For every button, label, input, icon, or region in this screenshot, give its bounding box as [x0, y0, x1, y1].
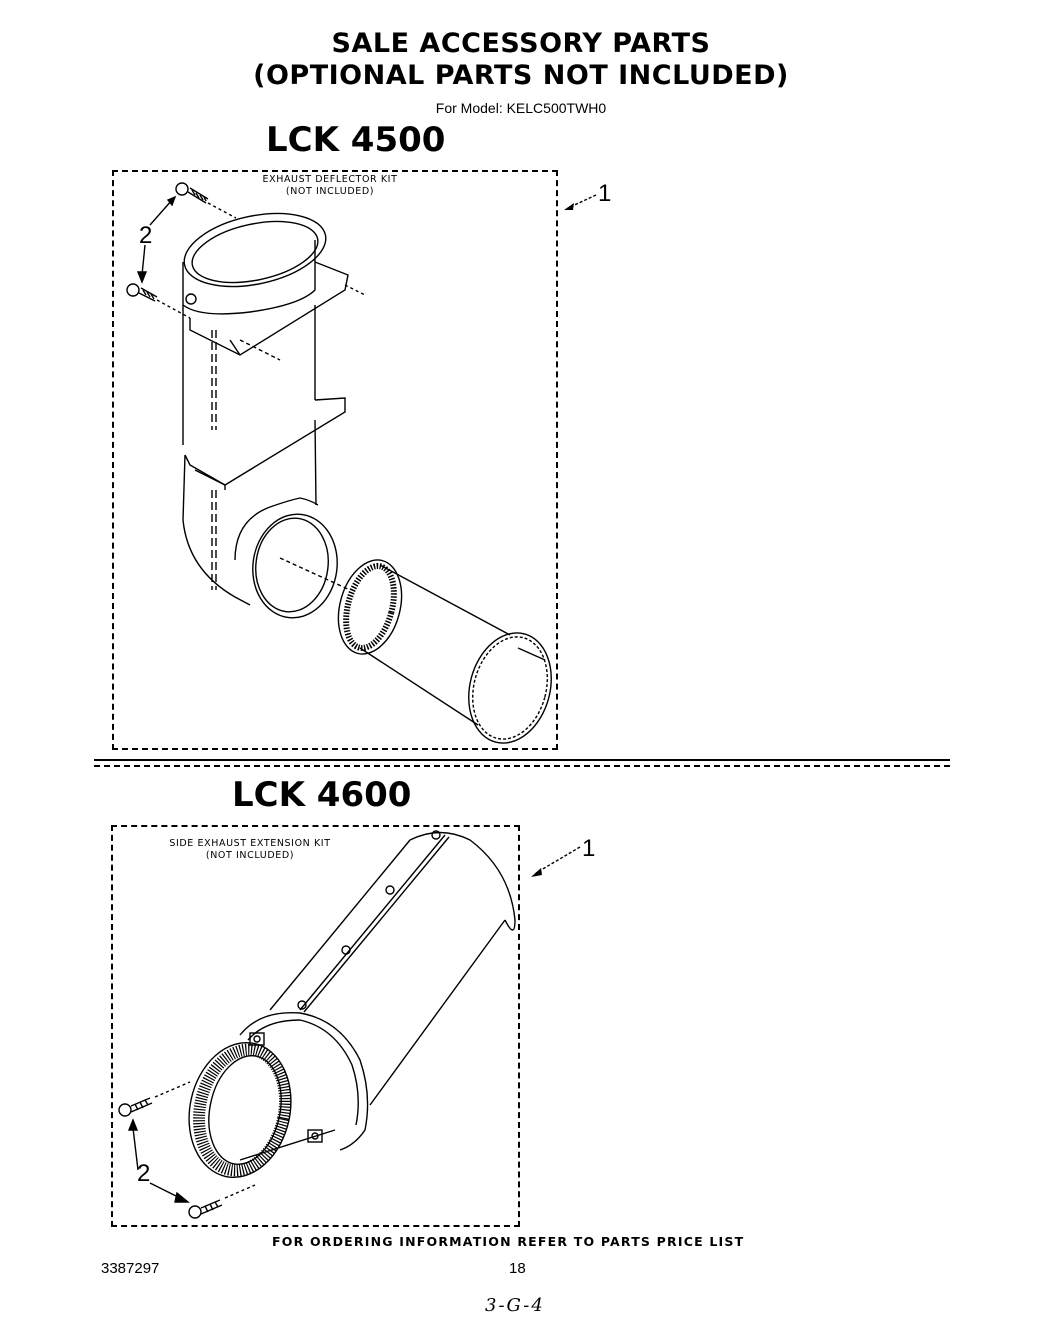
kit-box-lck4600 — [111, 825, 520, 1227]
kit-box-lck4500 — [112, 170, 558, 750]
kit-heading-lck4600: LCK 4600 — [232, 775, 412, 815]
callout-arrow-icon — [531, 846, 581, 877]
screw-icon — [175, 182, 237, 219]
handwritten-mark: 3-G-4 — [485, 1295, 545, 1316]
kit-heading-lck4500: LCK 4500 — [266, 120, 446, 160]
exhaust-deflector-illustration — [126, 182, 552, 744]
section-divider — [94, 759, 950, 761]
ordering-note: FOR ORDERING INFORMATION REFER TO PARTS … — [272, 1234, 745, 1249]
model-number: For Model: KELC500TWH0 — [435, 100, 607, 116]
callout-2-lck4500: 2 — [139, 222, 153, 249]
screw-icon — [126, 283, 191, 319]
section-divider-dashed — [94, 765, 950, 767]
callout-arrow-icon — [564, 194, 597, 210]
callout-1-lck4600: 1 — [582, 835, 596, 862]
kit-label-line2: (NOT INCLUDED) — [205, 850, 295, 861]
callout-2-lck4600: 2 — [137, 1160, 151, 1187]
document-number: 3387297 — [101, 1260, 160, 1277]
kit-label-line1: EXHAUST DEFLECTOR KIT — [262, 174, 398, 185]
screw-icon — [118, 1081, 191, 1117]
callout-1-lck4500: 1 — [598, 180, 612, 207]
kit-label-lck4500: EXHAUST DEFLECTOR KIT (NOT INCLUDED) — [230, 174, 430, 198]
page-number: 18 — [509, 1260, 526, 1277]
kit-label-lck4600: SIDE EXHAUST EXTENSION KIT (NOT INCLUDED… — [150, 838, 350, 862]
screw-icon — [188, 1184, 256, 1219]
kit-label-line1: SIDE EXHAUST EXTENSION KIT — [169, 838, 331, 849]
page-subtitle: (OPTIONAL PARTS NOT INCLUDED) — [253, 60, 789, 91]
page-title: SALE ACCESSORY PARTS — [331, 28, 711, 59]
kit-label-line2: (NOT INCLUDED) — [285, 186, 375, 197]
